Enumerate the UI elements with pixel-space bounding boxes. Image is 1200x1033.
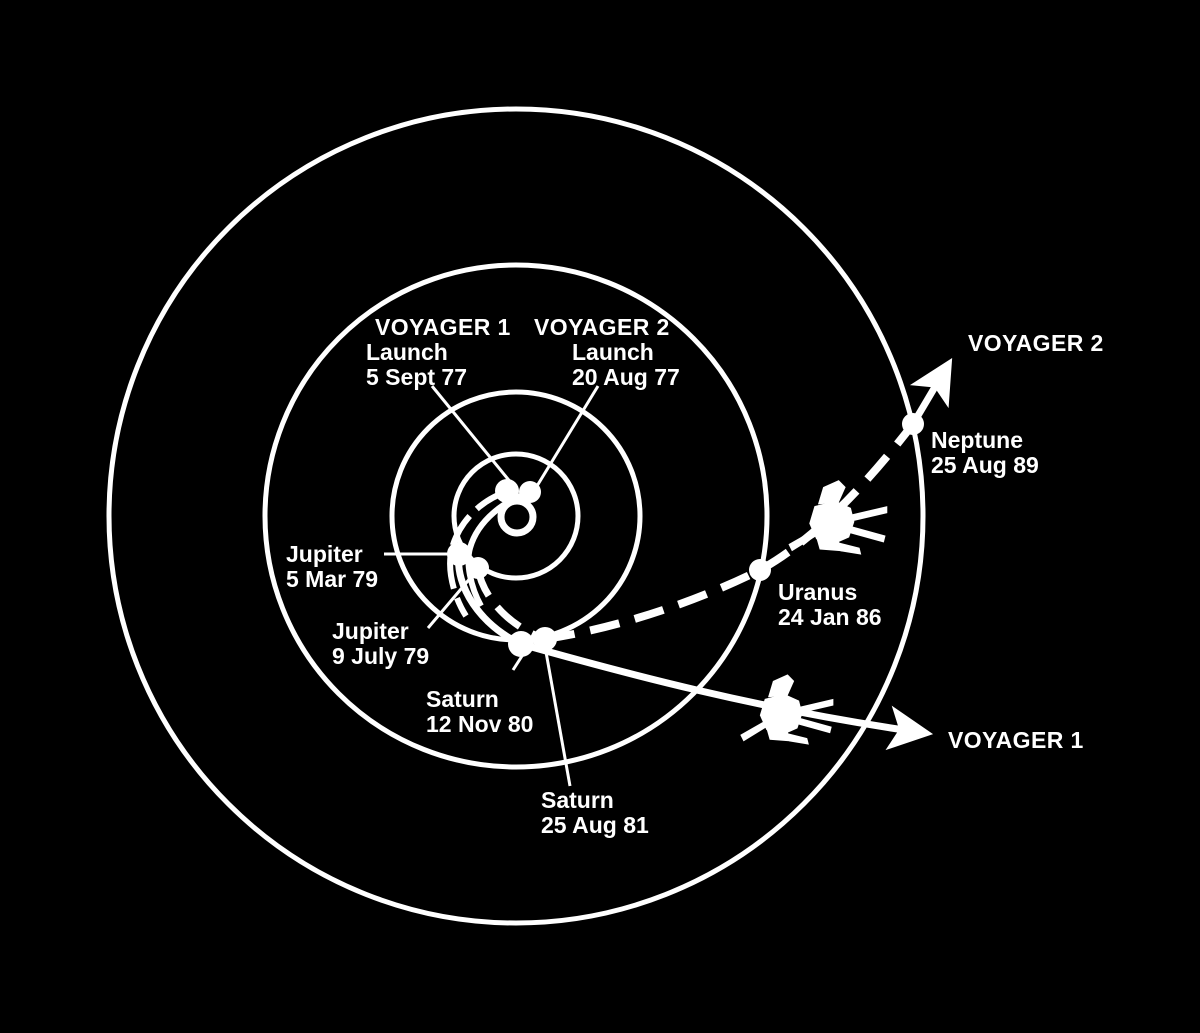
- leader-saturn-v1: [511, 655, 524, 671]
- label-jupiter-v2-line2: 9 July 79: [332, 643, 429, 669]
- label-voyager1-launch-line3: 5 Sept 77: [366, 364, 467, 390]
- sun-ring: [497, 497, 537, 537]
- voyager-2-launch-dot[interactable]: [519, 481, 541, 503]
- label-voyager2-launch-line2: Launch: [572, 339, 654, 365]
- label-neptune-line1: Neptune: [931, 427, 1023, 453]
- leader-voyager1-launch: [430, 385, 514, 485]
- label-saturn-v1-line1: Saturn: [426, 686, 499, 712]
- orbit-mid: [262, 262, 770, 770]
- label-saturn-voyager2: Saturn 25 Aug 81: [541, 787, 649, 838]
- voyager-1-launch-dot[interactable]: [495, 479, 519, 503]
- voyager-1-outbound: [520, 640, 934, 751]
- label-uranus-line2: 24 Jan 86: [778, 604, 882, 630]
- orbit-inner-1: [451, 451, 581, 581]
- label-voyager2-launch-line1: VOYAGER 2: [534, 314, 670, 340]
- label-voyager1-end: VOYAGER 1: [948, 727, 1084, 753]
- label-voyager1-launch-line1: VOYAGER 1: [375, 314, 511, 340]
- label-voyager1-launch: VOYAGER 1 Launch 5 Sept 77: [366, 314, 511, 390]
- label-jupiter-voyager2: Jupiter 9 July 79: [332, 618, 429, 669]
- label-voyager2-end: VOYAGER 2: [968, 330, 1104, 356]
- sun: [497, 497, 537, 537]
- label-jupiter-v2-line1: Jupiter: [332, 618, 409, 644]
- label-jupiter-v1-line2: 5 Mar 79: [286, 566, 378, 592]
- leader-voyager2-launch: [535, 385, 600, 487]
- uranus-dot[interactable]: [749, 559, 771, 581]
- encounter-dots: [447, 413, 924, 657]
- label-uranus-line1: Uranus: [778, 579, 857, 605]
- voyager-1-spacecraft-icon: [740, 674, 834, 745]
- label-voyager2-launch: VOYAGER 2 Launch 20 Aug 77: [534, 314, 680, 390]
- label-voyager1-launch-line2: Launch: [366, 339, 448, 365]
- orbit-inner-2: [389, 389, 643, 643]
- leader-jupiter-v2: [426, 575, 474, 629]
- orbit-group: [106, 106, 926, 926]
- jupiter-voyager-2-dot[interactable]: [467, 557, 489, 579]
- leader-saturn-v2: [544, 651, 572, 787]
- label-jupiter-voyager1: Jupiter 5 Mar 79: [286, 541, 378, 592]
- neptune-dot[interactable]: [902, 413, 924, 435]
- label-neptune: Neptune 25 Aug 89: [931, 427, 1039, 478]
- leader-lines: [384, 385, 600, 787]
- label-saturn-v1-line2: 12 Nov 80: [426, 711, 533, 737]
- voyager-2-outbound-dashed: [544, 421, 917, 643]
- orbit-outer: [106, 106, 926, 926]
- voyager-2-spacecraft-icon: [788, 480, 888, 555]
- saturn-voyager-1-dot[interactable]: [508, 631, 534, 657]
- label-jupiter-v1-line1: Jupiter: [286, 541, 363, 567]
- label-saturn-voyager1: Saturn 12 Nov 80: [426, 686, 533, 737]
- label-voyager2-launch-line3: 20 Aug 77: [572, 364, 680, 390]
- voyager-1-early-path: [447, 489, 508, 618]
- label-uranus: Uranus 24 Jan 86: [778, 579, 882, 630]
- label-neptune-line2: 25 Aug 89: [931, 452, 1039, 478]
- label-saturn-v2-line1: Saturn: [541, 787, 614, 813]
- saturn-voyager-2-dot[interactable]: [533, 627, 557, 651]
- voyager-2-escape-arrow: [909, 357, 953, 426]
- jupiter-voyager-1-dot[interactable]: [447, 542, 471, 566]
- label-saturn-v2-line2: 25 Aug 81: [541, 812, 649, 838]
